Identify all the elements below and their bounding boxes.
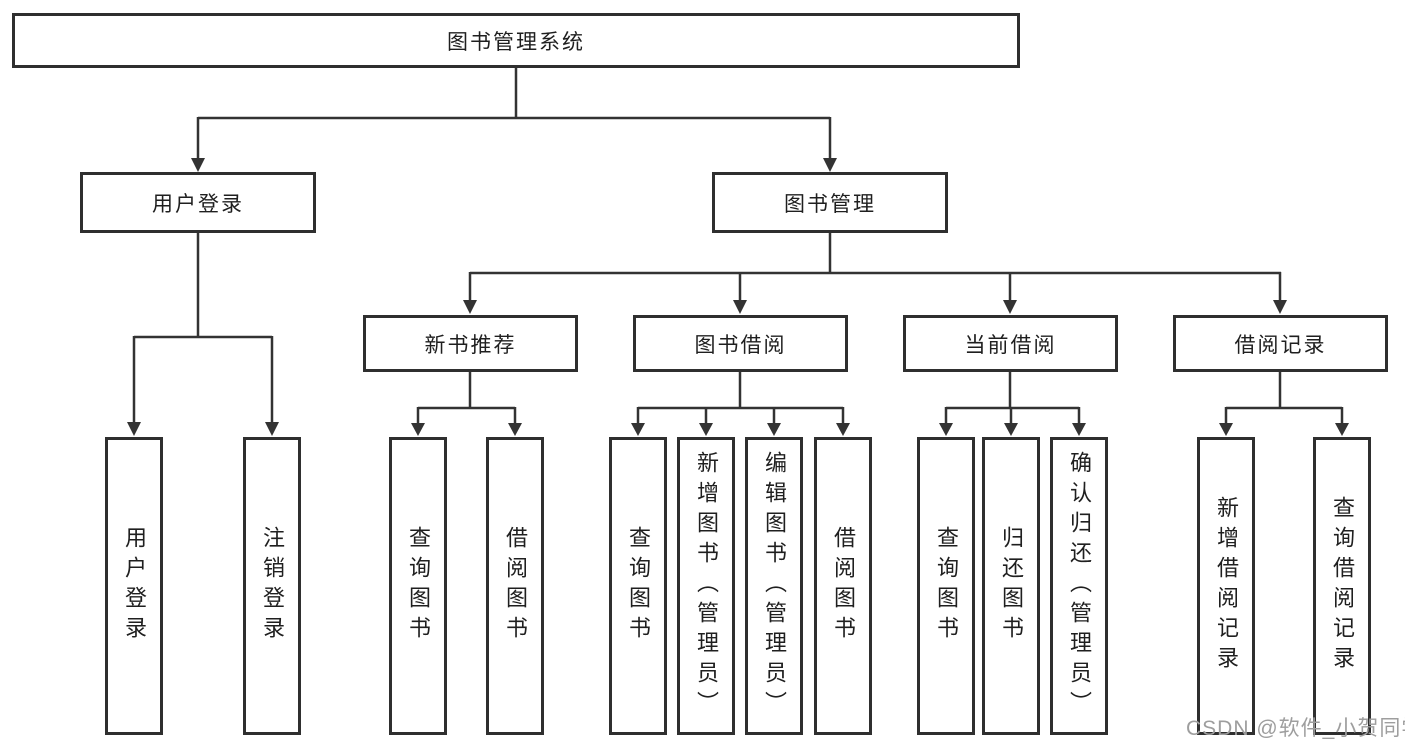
node-book-borrow-label: 图书借阅 xyxy=(694,333,787,357)
leaf-user-login: 用户登录 xyxy=(105,437,163,735)
leaf-return-books-label: 归还图书 xyxy=(999,526,1024,646)
leaf-borrow-books-1-label: 借阅图书 xyxy=(503,526,528,646)
leaf-add-borrow-record: 新增借阅记录 xyxy=(1197,437,1255,735)
leaf-return-books: 归还图书 xyxy=(982,437,1040,735)
leaf-query-books-1-label: 查询图书 xyxy=(406,526,431,646)
node-new-book-recommend: 新书推荐 xyxy=(363,315,578,372)
node-borrow-records-label: 借阅记录 xyxy=(1234,333,1327,357)
node-book-management: 图书管理 xyxy=(712,172,948,233)
node-book-borrow: 图书借阅 xyxy=(633,315,848,372)
node-borrow-records: 借阅记录 xyxy=(1173,315,1388,372)
node-user-login-label: 用户登录 xyxy=(152,192,244,216)
leaf-borrow-books-2-label: 借阅图书 xyxy=(831,526,856,646)
leaf-user-login-label: 用户登录 xyxy=(122,526,147,646)
node-root: 图书管理系统 xyxy=(12,13,1020,68)
leaf-query-borrow-record-label: 查询借阅记录 xyxy=(1330,496,1355,676)
csdn-watermark: CSDN @软件_小贺同学 xyxy=(1186,717,1405,740)
node-current-borrow: 当前借阅 xyxy=(903,315,1118,372)
leaf-add-borrow-record-label: 新增借阅记录 xyxy=(1214,496,1239,676)
leaf-logout-label: 注销登录 xyxy=(260,526,285,646)
leaf-add-books-admin-label: 新增图书（管理员） xyxy=(694,451,719,721)
leaf-query-borrow-record: 查询借阅记录 xyxy=(1313,437,1371,735)
leaf-query-books-3: 查询图书 xyxy=(917,437,975,735)
leaf-borrow-books-2: 借阅图书 xyxy=(814,437,872,735)
leaf-query-books-2: 查询图书 xyxy=(609,437,667,735)
leaf-query-books-2-label: 查询图书 xyxy=(626,526,651,646)
node-user-login: 用户登录 xyxy=(80,172,316,233)
node-book-management-label: 图书管理 xyxy=(784,192,876,216)
node-new-book-recommend-label: 新书推荐 xyxy=(424,333,517,357)
leaf-confirm-return-admin: 确认归还（管理员） xyxy=(1050,437,1108,735)
node-current-borrow-label: 当前借阅 xyxy=(964,333,1057,357)
leaf-edit-books-admin: 编辑图书（管理员） xyxy=(745,437,803,735)
leaf-confirm-return-admin-label: 确认归还（管理员） xyxy=(1067,451,1092,721)
leaf-borrow-books-1: 借阅图书 xyxy=(486,437,544,735)
leaf-add-books-admin: 新增图书（管理员） xyxy=(677,437,735,735)
node-root-label: 图书管理系统 xyxy=(447,30,585,54)
leaf-query-books-1: 查询图书 xyxy=(389,437,447,735)
leaf-edit-books-admin-label: 编辑图书（管理员） xyxy=(762,451,787,721)
leaf-query-books-3-label: 查询图书 xyxy=(934,526,959,646)
leaf-logout: 注销登录 xyxy=(243,437,301,735)
